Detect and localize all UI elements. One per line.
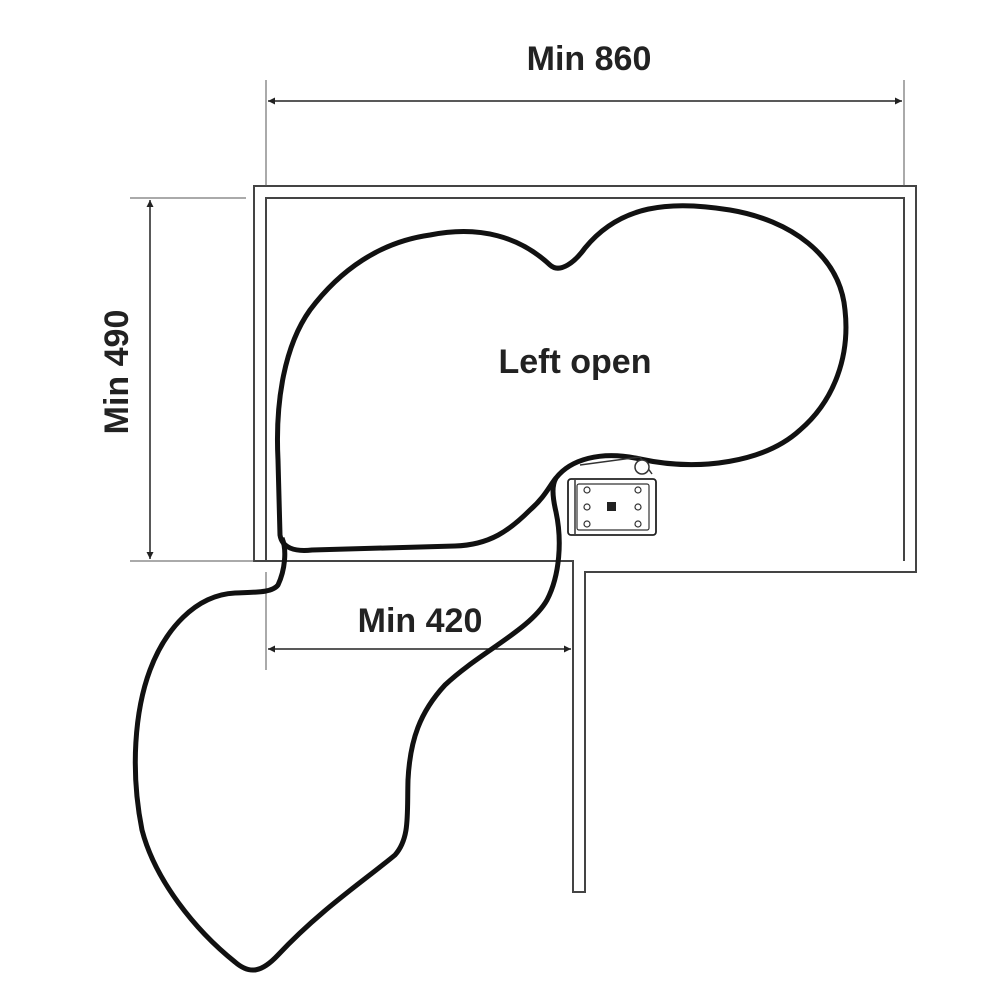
mounting-screws bbox=[583, 486, 642, 528]
depth-dimension-label: Min 490 bbox=[98, 310, 136, 435]
open-direction-label: Left open bbox=[499, 343, 652, 381]
pivot-bracket bbox=[567, 456, 657, 536]
dimension-lines bbox=[146, 97, 902, 653]
cabinet-inner-wall bbox=[265, 197, 905, 561]
pivot-knob bbox=[634, 459, 650, 475]
opening-dimension-label: Min 420 bbox=[358, 602, 483, 640]
cabinet-outline bbox=[253, 185, 917, 893]
lower-shelf-outline bbox=[132, 476, 562, 973]
cabinet-outer-wall bbox=[253, 185, 917, 893]
width-dimension-label: Min 860 bbox=[527, 40, 652, 78]
extension-lines bbox=[130, 80, 905, 670]
upper-shelf-outline bbox=[275, 203, 849, 553]
mounting-plate-center-square bbox=[607, 502, 616, 511]
